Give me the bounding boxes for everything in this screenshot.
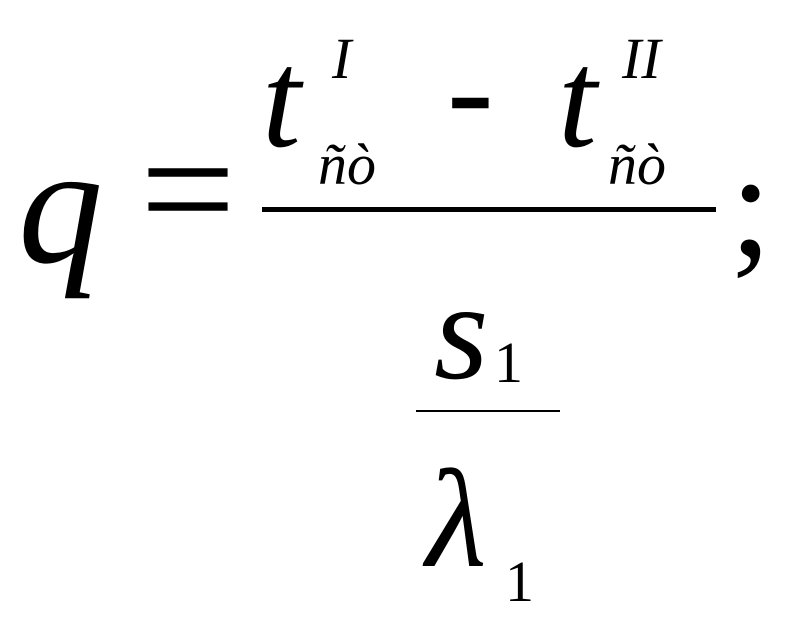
conductivity-subscript: 1 [505, 549, 534, 614]
term2-base: t [558, 22, 597, 177]
equals-sign: = [140, 95, 236, 283]
minus-sign: - [447, 12, 494, 167]
thickness-subscript: 1 [494, 330, 523, 395]
term1-superscript: I [332, 26, 352, 91]
term2-superscript: II [622, 26, 661, 91]
term1-subscript: ñò [318, 132, 376, 197]
variable-q: q [18, 111, 103, 299]
term2-subscript: ñò [608, 132, 666, 197]
main-fraction-bar [262, 207, 716, 212]
thickness-s: s [434, 254, 489, 409]
semicolon: ; [730, 122, 772, 288]
conductivity-lambda: λ [426, 442, 487, 597]
term1-base: t [262, 22, 301, 177]
inner-fraction-bar [416, 410, 560, 412]
